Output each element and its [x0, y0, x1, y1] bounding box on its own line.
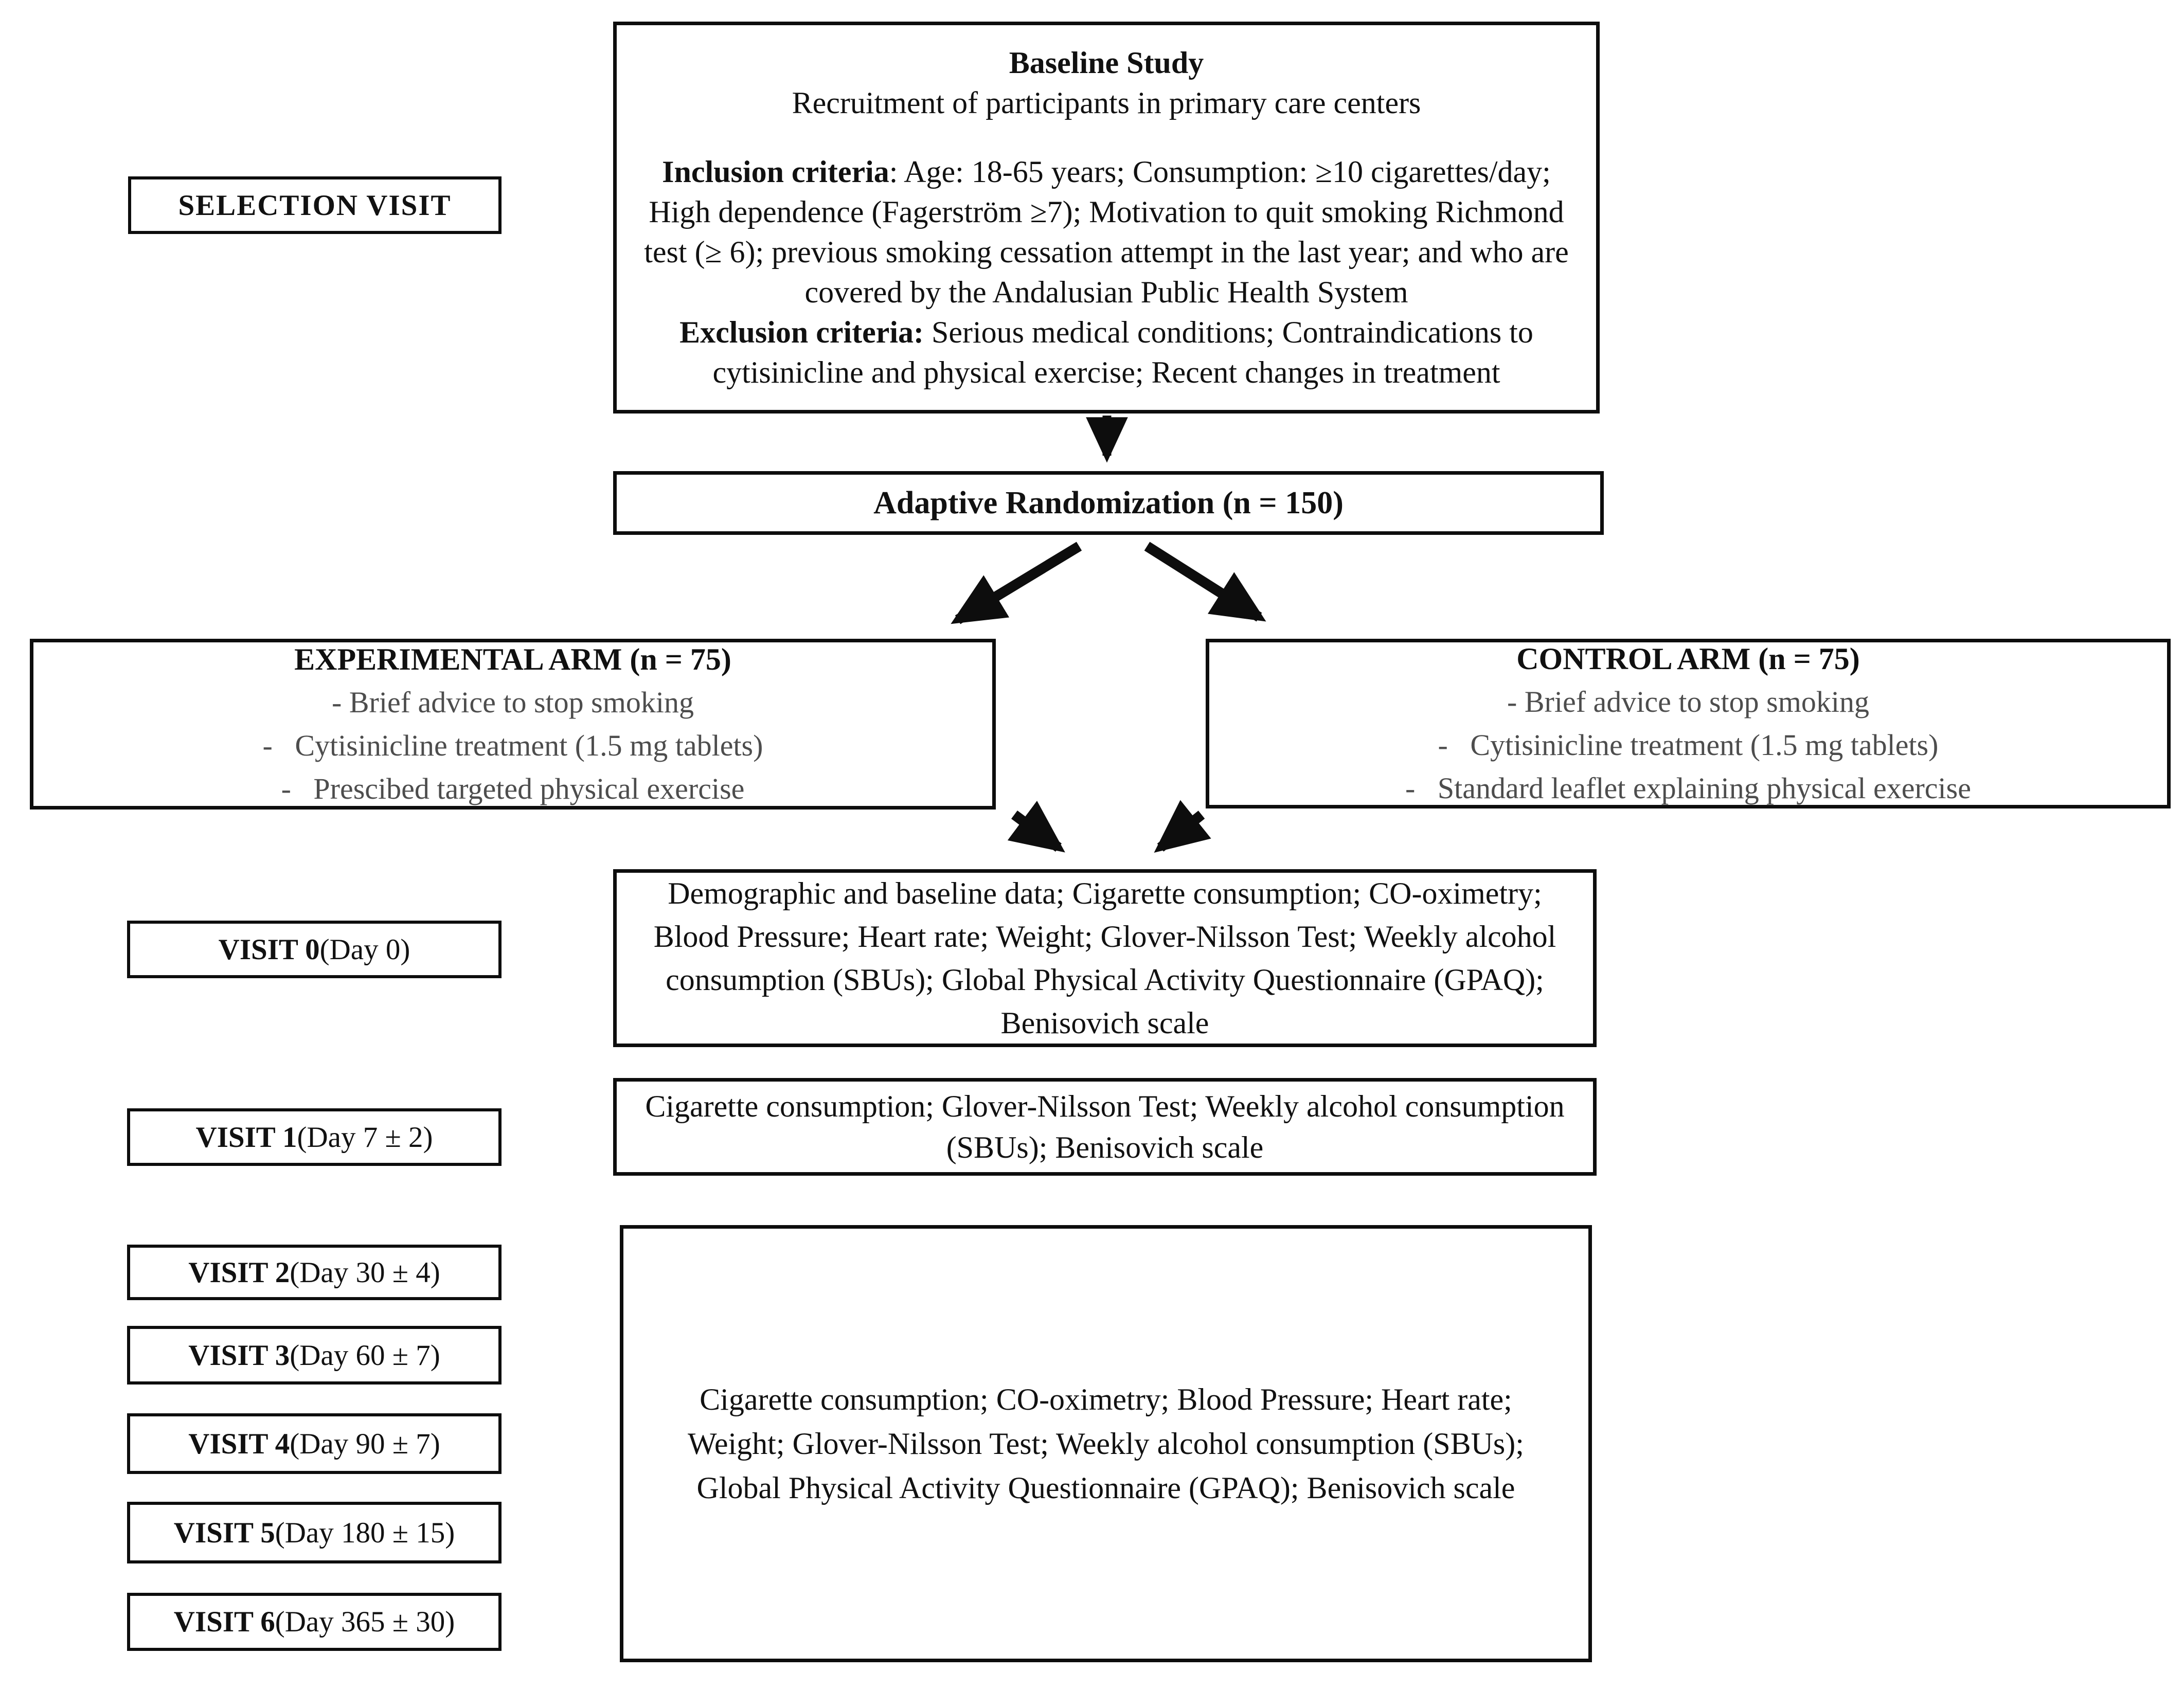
control-arm-item: - Standard leaflet explaining physical e…	[1405, 771, 1971, 805]
visit0-assessments-box: Demographic and baseline data; Cigarette…	[613, 869, 1597, 1047]
exclusion-criteria: Exclusion criteria: Serious medical cond…	[630, 312, 1583, 392]
inclusion-criteria-label: Inclusion criteria	[662, 155, 889, 189]
control-arm-box: CONTROL ARM (n = 75) - Brief advice to s…	[1206, 639, 2171, 808]
arrow-experimental-to-visit0	[1007, 800, 1065, 853]
visit-4-label: VISIT 4 (Day 90 ± 7)	[127, 1413, 502, 1474]
visit0-assessments-text: Demographic and baseline data; Cigarette…	[653, 876, 1556, 1040]
control-arm-title: CONTROL ARM (n = 75)	[1516, 642, 1860, 676]
visit-4-name: VISIT 4	[188, 1427, 290, 1460]
experimental-arm-item: - Cytisinicline treatment (1.5 mg tablet…	[262, 729, 763, 762]
exclusion-criteria-text: Serious medical conditions; Contraindica…	[712, 315, 1533, 389]
visits2-6-assessments-text: Cigarette consumption; CO-oximetry; Bloo…	[688, 1382, 1524, 1505]
arrow-randomization-to-control	[1144, 542, 1266, 622]
visit-2-day: (Day 30 ± 4)	[290, 1256, 440, 1289]
visit1-assessments-box: Cigarette consumption; Glover-Nilsson Te…	[613, 1078, 1597, 1176]
control-arm-item: - Brief advice to stop smoking	[1507, 685, 1869, 718]
visit-1-label: VISIT 1 (Day 7 ± 2)	[127, 1108, 502, 1166]
randomization-label: Adaptive Randomization (n = 150)	[873, 485, 1344, 520]
exclusion-criteria-label: Exclusion criteria:	[679, 315, 924, 349]
visit-3-label: VISIT 3 (Day 60 ± 7)	[127, 1326, 502, 1385]
experimental-arm-title: EXPERIMENTAL ARM (n = 75)	[294, 642, 731, 676]
visit-6-name: VISIT 6	[173, 1606, 275, 1638]
baseline-subtitle: Recruitment of participants in primary c…	[792, 86, 1421, 120]
arrow-randomization-to-experimental	[951, 542, 1082, 624]
inclusion-criteria: Inclusion criteria: Age: 18-65 years; Co…	[630, 152, 1583, 312]
selection-visit-text: SELECTION VISIT	[178, 189, 452, 222]
visit-3-name: VISIT 3	[188, 1339, 290, 1372]
visit-1-day: (Day 7 ± 2)	[297, 1121, 433, 1154]
visits2-6-assessments-box: Cigarette consumption; CO-oximetry; Bloo…	[620, 1225, 1592, 1662]
experimental-arm-box: EXPERIMENTAL ARM (n = 75) - Brief advice…	[30, 639, 996, 810]
visit-4-day: (Day 90 ± 7)	[290, 1427, 440, 1460]
visit-2-label: VISIT 2 (Day 30 ± 4)	[127, 1245, 502, 1300]
randomization-box: Adaptive Randomization (n = 150)	[613, 471, 1604, 535]
visit1-assessments-text: Cigarette consumption; Glover-Nilsson Te…	[645, 1089, 1565, 1164]
inclusion-criteria-text: : Age: 18-65 years; Consumption: ≥10 cig…	[644, 155, 1569, 309]
visit-6-day: (Day 365 ± 30)	[275, 1606, 455, 1638]
experimental-arm-item: - Brief advice to stop smoking	[332, 686, 694, 719]
experimental-arm-item: - Prescibed targeted physical exercise	[281, 772, 745, 805]
visit-0-label: VISIT 0 (Day 0)	[127, 921, 502, 978]
baseline-title: Baseline Study	[1009, 46, 1204, 80]
visit-5-label: VISIT 5 (Day 180 ± 15)	[127, 1502, 502, 1563]
visit-3-day: (Day 60 ± 7)	[290, 1339, 440, 1372]
visit-1-name: VISIT 1	[195, 1121, 297, 1154]
visit-5-name: VISIT 5	[173, 1516, 275, 1549]
selection-visit-label: SELECTION VISIT	[128, 176, 502, 234]
arrow-control-to-visit0	[1154, 800, 1211, 853]
control-arm-item: - Cytisinicline treatment (1.5 mg tablet…	[1438, 728, 1939, 762]
visit-0-day: (Day 0)	[319, 933, 410, 966]
visit-6-label: VISIT 6 (Day 365 ± 30)	[127, 1593, 502, 1651]
visit-0-name: VISIT 0	[218, 933, 320, 966]
visit-2-name: VISIT 2	[188, 1256, 290, 1289]
visit-5-day: (Day 180 ± 15)	[275, 1516, 455, 1549]
baseline-study-box: Baseline Study Recruitment of participan…	[613, 22, 1600, 413]
